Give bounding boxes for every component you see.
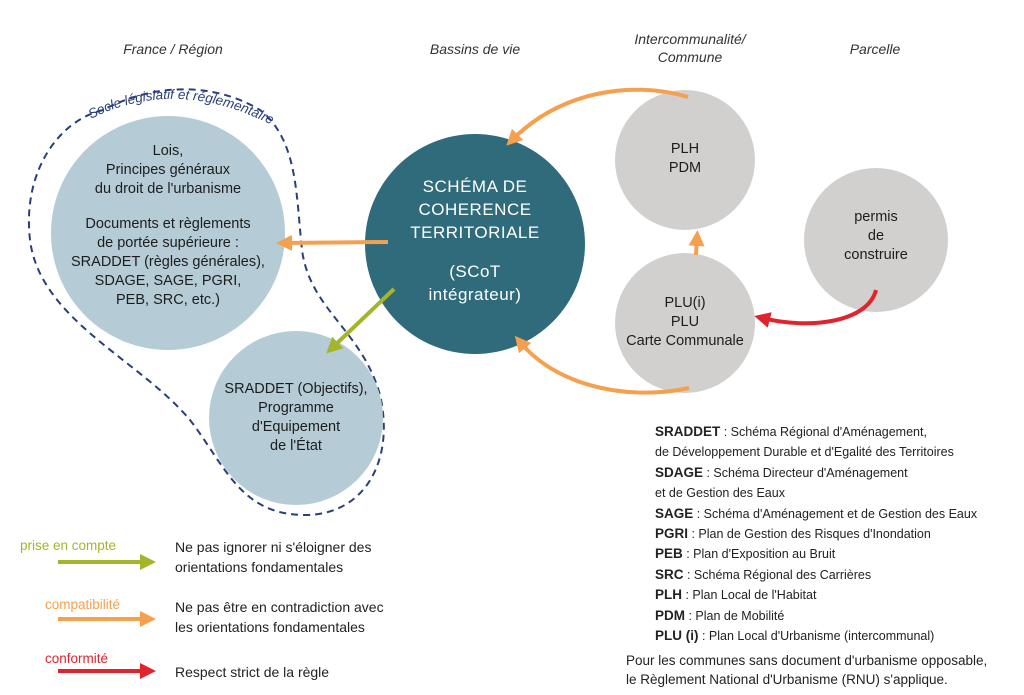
- legend-desc-line: orientations fondamentales: [175, 559, 344, 575]
- plu-line: PLU(i): [664, 295, 706, 311]
- circle-permis: [804, 168, 948, 312]
- glossary-abbr: PEB: [655, 546, 683, 562]
- scot-line: SCHÉMA DE: [422, 177, 528, 196]
- lois-line: Lois,: [152, 143, 184, 159]
- lois-text: Lois, Principes généraux du droit de l'u…: [53, 142, 283, 310]
- scot-line: [385, 244, 565, 260]
- glossary-abbr: SDAGE: [655, 464, 704, 480]
- sraddet-line: d'Equipement: [251, 419, 341, 435]
- arrow-scot-to-sraddet: [326, 287, 396, 354]
- glossary-abbr: SAGE: [655, 505, 694, 521]
- footnote-line2: le Règlement National d'Urbanisme (RNU) …: [626, 672, 948, 687]
- plu-text: PLU(i) PLU Carte Communale: [615, 294, 755, 351]
- glossary-row: de Développement Durable et d'Egalité de…: [655, 442, 977, 462]
- arrow-plh-to-scot: [506, 87, 689, 146]
- scot-line: intégrateur): [428, 285, 522, 304]
- glossary-def: : Plan Local de l'Habitat: [682, 588, 817, 603]
- legend-desc-conformite: Respect strict de la règle: [175, 662, 329, 682]
- glossary-def: de Développement Durable et d'Egalité de…: [655, 445, 954, 460]
- plh-line: PLH: [670, 141, 700, 157]
- permis-line: de: [867, 228, 885, 244]
- arrow-scot-to-lois: [276, 234, 389, 251]
- plh-text: PLH PDM: [635, 140, 735, 178]
- glossary-row: PEB : Plan d'Exposition au Bruit: [655, 544, 977, 564]
- legend-label-conformite: conformité: [45, 651, 109, 666]
- glossary-abbr: PGRI: [655, 526, 689, 542]
- plu-line: PLU: [670, 314, 700, 330]
- glossary-abbr: PLH: [655, 587, 682, 603]
- lois-line: Principes généraux: [105, 162, 231, 178]
- lois-line: [53, 199, 283, 215]
- glossary-row: PDM : Plan de Mobilité: [655, 606, 977, 626]
- legend-label-prise-en-compte: prise en compte: [20, 538, 117, 553]
- column-parcelle: Parcelle: [849, 41, 901, 57]
- glossary-abbr: PLU (i): [655, 628, 699, 644]
- rnu-footnote: Pour les communes sans document d'urbani…: [626, 651, 987, 689]
- glossary-def: : Schéma Régional des Carrières: [683, 567, 872, 582]
- legend-desc-line: les orientations fondamentales: [175, 619, 365, 635]
- sraddet-text: SRADDET (Objectifs), Programme d'Equipem…: [205, 380, 387, 456]
- glossary-row: et de Gestion des Eaux: [655, 483, 977, 503]
- column-bassins-de-vie: Bassins de vie: [429, 41, 521, 57]
- permis-text: permis de construire: [816, 208, 936, 265]
- legend-desc-line: Ne pas être en contradiction avec: [175, 599, 384, 615]
- socle-dashed-outline: [27, 88, 385, 517]
- scot-text: SCHÉMA DE COHERENCE TERRITORIALE (SCoT i…: [385, 175, 565, 306]
- glossary-def: : Plan d'Exposition au Bruit: [682, 547, 836, 562]
- glossary-row: SRADDET : Schéma Régional d'Aménagement,: [655, 422, 977, 442]
- circle-lois: [51, 116, 285, 350]
- sraddet-line: SRADDET (Objectifs),: [224, 381, 368, 397]
- plh-line: PDM: [668, 160, 702, 176]
- circle-scot: [365, 134, 585, 354]
- legend-desc-prise-en-compte: Ne pas ignorer ni s'éloigner des orienta…: [175, 537, 371, 577]
- glossary-row: SAGE : Schéma d'Aménagement et de Gestio…: [655, 504, 977, 524]
- glossary: SRADDET : Schéma Régional d'Aménagement,…: [655, 422, 977, 646]
- glossary-def: : Schéma Directeur d'Aménagement: [703, 465, 908, 480]
- glossary-def: : Plan de Gestion des Risques d'Inondati…: [688, 527, 931, 542]
- glossary-def: : Schéma Régional d'Aménagement,: [720, 425, 927, 439]
- sraddet-line: Programme: [258, 400, 334, 416]
- sraddet-line: de l'État: [270, 438, 322, 454]
- glossary-def: : Schéma d'Aménagement et de Gestion des…: [693, 506, 978, 521]
- glossary-def: et de Gestion des Eaux: [655, 486, 785, 501]
- legend-desc-line: Respect strict de la règle: [175, 664, 330, 680]
- glossary-row: SRC : Schéma Régional des Carrières: [655, 565, 977, 585]
- lois-line: du droit de l'urbanisme: [94, 181, 242, 197]
- scot-line: COHERENCE: [418, 200, 532, 219]
- glossary-def: : Plan Local d'Urbanisme (intercommunal): [698, 629, 935, 644]
- legend-desc-compatibilite: Ne pas être en contradiction avec les or…: [175, 597, 384, 637]
- permis-line: construire: [844, 247, 908, 263]
- legend-label-compatibilite: compatibilité: [45, 597, 121, 612]
- footnote-line1: Pour les communes sans document d'urbani…: [626, 653, 988, 668]
- circle-plh: [615, 90, 755, 230]
- glossary-abbr: SRC: [655, 566, 684, 582]
- scot-line: TERRITORIALE: [410, 223, 540, 242]
- column-france-region: France / Région: [123, 41, 223, 57]
- glossary-row: PLH : Plan Local de l'Habitat: [655, 585, 977, 605]
- lois-line: Documents et règlements: [85, 216, 251, 232]
- legend-desc-line: Ne pas ignorer ni s'éloigner des: [175, 539, 372, 555]
- column-intercommunalite-line1: Intercommunalité/: [634, 31, 746, 47]
- lois-line: SRADDET (règles générales),: [71, 254, 265, 270]
- scot-line: (SCoT: [449, 262, 501, 281]
- lois-line: de portée supérieure :: [97, 235, 239, 251]
- permis-line: permis: [854, 209, 898, 225]
- column-intercommunalite: Intercommunalité/ Commune: [610, 30, 770, 66]
- glossary-row: SDAGE : Schéma Directeur d'Aménagement: [655, 463, 977, 483]
- circle-sraddet: [209, 331, 383, 505]
- circle-plu: [615, 253, 755, 393]
- glossary-abbr: SRADDET: [655, 424, 721, 439]
- glossary-row: PLU (i) : Plan Local d'Urbanisme (interc…: [655, 626, 977, 646]
- plu-line: Carte Communale: [626, 333, 744, 349]
- arrow-permis-to-plu: [754, 289, 878, 328]
- lois-line: PEB, SRC, etc.): [116, 292, 220, 308]
- glossary-def: : Plan de Mobilité: [685, 608, 785, 623]
- arrow-plu-to-scot: [514, 335, 690, 395]
- glossary-abbr: PDM: [655, 607, 685, 623]
- arrow-plu-to-plh: [688, 230, 705, 256]
- glossary-row: PGRI : Plan de Gestion des Risques d'Ino…: [655, 524, 977, 544]
- column-intercommunalite-line2: Commune: [657, 49, 723, 65]
- lois-line: SDAGE, SAGE, PGRI,: [94, 273, 242, 289]
